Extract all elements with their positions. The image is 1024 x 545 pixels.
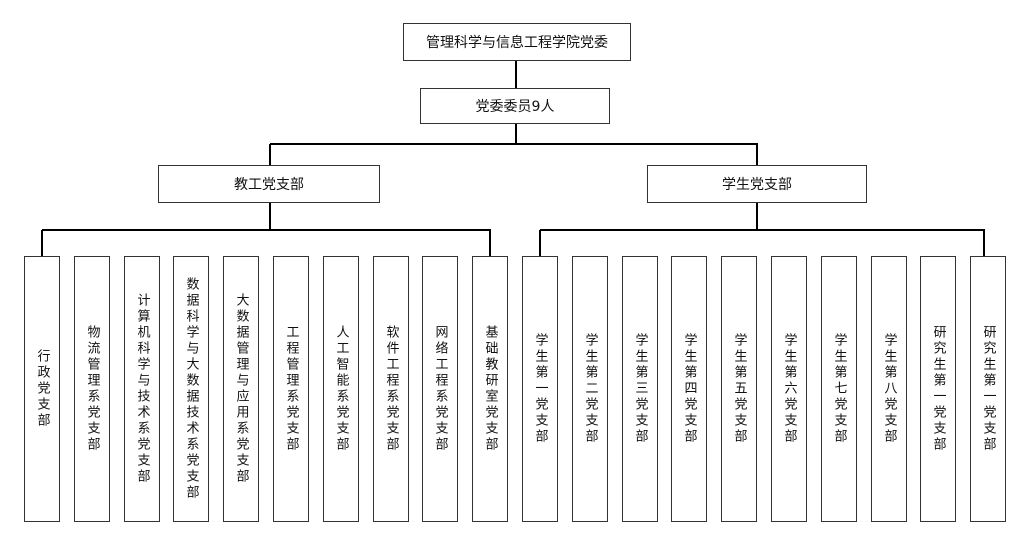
leaf-node-student-8: 学生第八党支部 xyxy=(871,256,907,522)
connector-faculty-last-leaf xyxy=(489,230,491,256)
connector-student-bar xyxy=(540,229,985,231)
leaf-label: 软件工程系党支部 xyxy=(383,325,399,453)
committee-node: 党委委员9人 xyxy=(420,88,610,124)
leaf-node-faculty-7: 人工智能系党支部 xyxy=(323,256,359,522)
leaf-node-student-1: 学生第一党支部 xyxy=(522,256,558,522)
leaf-node-faculty-9: 网络工程系党支部 xyxy=(422,256,458,522)
leaf-label: 研究生第一党支部 xyxy=(980,325,996,453)
leaf-label: 行政党支部 xyxy=(34,349,50,429)
leaf-node-student-3: 学生第三党支部 xyxy=(622,256,658,522)
leaf-node-faculty-4: 数据科学与大数据技术系党支部 xyxy=(173,256,209,522)
leaf-node-student-7: 学生第七党支部 xyxy=(821,256,857,522)
leaf-label: 人工智能系党支部 xyxy=(333,325,349,453)
leaf-node-student-4: 学生第四党支部 xyxy=(671,256,707,522)
leaf-label: 学生第一党支部 xyxy=(532,333,548,445)
leaf-node-student-5: 学生第五党支部 xyxy=(721,256,757,522)
root-node: 管理科学与信息工程学院党委 xyxy=(403,23,631,61)
connector-root-committee xyxy=(515,61,517,88)
connector-to-student xyxy=(756,144,758,165)
leaf-node-student-10: 研究生第一党支部 xyxy=(970,256,1006,522)
branch-node-faculty: 教工党支部 xyxy=(158,165,380,203)
connector-branch-bar xyxy=(270,143,758,145)
leaf-label: 学生第七党支部 xyxy=(831,333,847,445)
committee-label: 党委委员9人 xyxy=(475,99,555,115)
connector-to-faculty xyxy=(269,144,271,165)
leaf-label: 学生第三党支部 xyxy=(632,333,648,445)
branch-label-student: 学生党支部 xyxy=(722,177,792,193)
connector-faculty-first-leaf xyxy=(41,230,43,256)
leaf-label: 网络工程系党支部 xyxy=(432,325,448,453)
leaf-node-faculty-6: 工程管理系党支部 xyxy=(273,256,309,522)
leaf-label: 工程管理系党支部 xyxy=(283,325,299,453)
leaf-node-faculty-2: 物流管理系党支部 xyxy=(74,256,110,522)
leaf-label: 学生第五党支部 xyxy=(731,333,747,445)
leaf-label: 学生第四党支部 xyxy=(681,333,697,445)
leaf-label: 学生第六党支部 xyxy=(781,333,797,445)
connector-student-first-leaf xyxy=(539,230,541,256)
leaf-label: 数据科学与大数据技术系党支部 xyxy=(183,277,199,501)
connector-faculty-bar xyxy=(42,229,491,231)
connector-committee-down xyxy=(515,124,517,144)
leaf-label: 基础教研室党支部 xyxy=(482,325,498,453)
leaf-node-faculty-8: 软件工程系党支部 xyxy=(373,256,409,522)
connector-student-down xyxy=(756,203,758,230)
leaf-label: 学生第八党支部 xyxy=(881,333,897,445)
leaf-node-faculty-10: 基础教研室党支部 xyxy=(472,256,508,522)
leaf-node-student-2: 学生第二党支部 xyxy=(572,256,608,522)
branch-node-student: 学生党支部 xyxy=(647,165,867,203)
connector-student-last-leaf xyxy=(983,230,985,256)
connector-faculty-down xyxy=(269,203,271,230)
root-label: 管理科学与信息工程学院党委 xyxy=(426,35,608,51)
leaf-node-student-9: 研究生第一党支部 xyxy=(920,256,956,522)
leaf-label: 物流管理系党支部 xyxy=(84,325,100,453)
leaf-node-student-6: 学生第六党支部 xyxy=(771,256,807,522)
branch-label-faculty: 教工党支部 xyxy=(234,177,304,193)
leaf-node-faculty-3: 计算机科学与技术系党支部 xyxy=(124,256,160,522)
leaf-label: 计算机科学与技术系党支部 xyxy=(134,293,150,485)
leaf-node-faculty-1: 行政党支部 xyxy=(24,256,60,522)
leaf-label: 大数据管理与应用系党支部 xyxy=(233,293,249,485)
leaf-label: 学生第二党支部 xyxy=(582,333,598,445)
leaf-node-faculty-5: 大数据管理与应用系党支部 xyxy=(223,256,259,522)
leaf-label: 研究生第一党支部 xyxy=(930,325,946,453)
